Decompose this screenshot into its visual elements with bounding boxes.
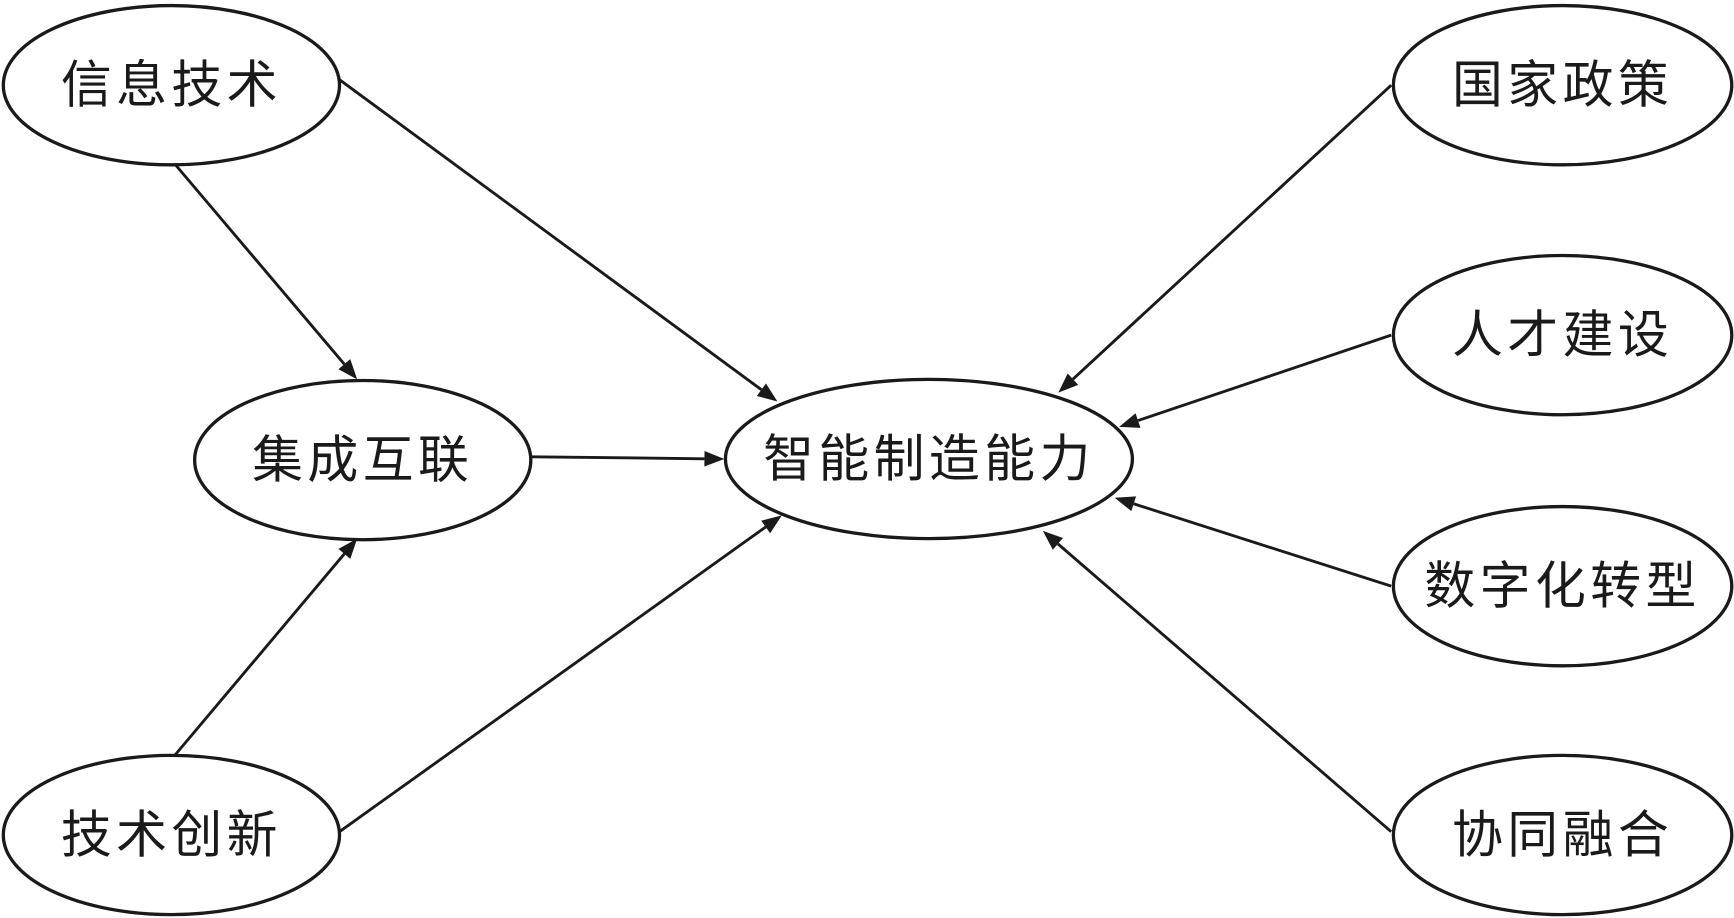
edge-tech_innovation-to-smart_mfg xyxy=(338,525,767,833)
node-talent: 人才建设 xyxy=(1391,253,1734,417)
node-ellipse xyxy=(723,377,1135,541)
node-label: 数字化转型 xyxy=(1424,557,1700,616)
edge-national_policy-to-smart_mfg xyxy=(1071,84,1393,381)
node-national-policy: 国家政策 xyxy=(1391,3,1734,167)
arrowhead-icon xyxy=(704,451,725,467)
arrowhead-icon xyxy=(761,515,782,534)
node-label: 人才建设 xyxy=(1452,306,1673,365)
edges xyxy=(172,78,1393,833)
node-label: 信息技术 xyxy=(61,56,282,115)
edge-integration-to-smart_mfg xyxy=(531,455,705,461)
arrowhead-icon xyxy=(1058,373,1079,393)
node-collaboration: 协同融合 xyxy=(1391,753,1734,917)
node-ellipse xyxy=(1,3,342,167)
edge-digital-to-smart_mfg xyxy=(1133,502,1392,588)
arrowhead-icon xyxy=(338,359,358,380)
node-label: 协同融合 xyxy=(1452,805,1673,864)
arrowhead-icon xyxy=(756,383,778,402)
node-label: 智能制造能力 xyxy=(763,430,1095,489)
node-ellipse xyxy=(1391,3,1734,167)
node-integration: 集成互联 xyxy=(192,378,533,542)
edge-talent-to-smart_mfg xyxy=(1137,333,1392,422)
node-label: 国家政策 xyxy=(1452,56,1673,115)
edge-info_tech-to-integration xyxy=(172,161,346,366)
edge-info_tech-to-smart_mfg xyxy=(338,78,763,391)
node-ellipse xyxy=(192,378,533,542)
node-ellipse xyxy=(1391,504,1734,668)
node-label: 集成互联 xyxy=(252,431,473,490)
node-ellipse xyxy=(1,753,342,917)
arrowhead-icon xyxy=(1042,530,1063,550)
node-smart-mfg: 智能制造能力 xyxy=(723,377,1135,541)
node-digital: 数字化转型 xyxy=(1391,504,1734,668)
node-ellipse xyxy=(1391,253,1734,417)
node-label: 技术创新 xyxy=(61,805,282,864)
arrowhead-icon xyxy=(338,538,358,559)
edge-collaboration-to-smart_mfg xyxy=(1056,542,1393,833)
node-ellipse xyxy=(1391,753,1734,917)
node-info-tech: 信息技术 xyxy=(1,3,342,167)
arrowhead-icon xyxy=(1114,496,1137,512)
arrowhead-icon xyxy=(1119,413,1141,428)
edge-tech_innovation-to-integration xyxy=(173,552,346,757)
node-tech-innovation: 技术创新 xyxy=(1,753,342,917)
